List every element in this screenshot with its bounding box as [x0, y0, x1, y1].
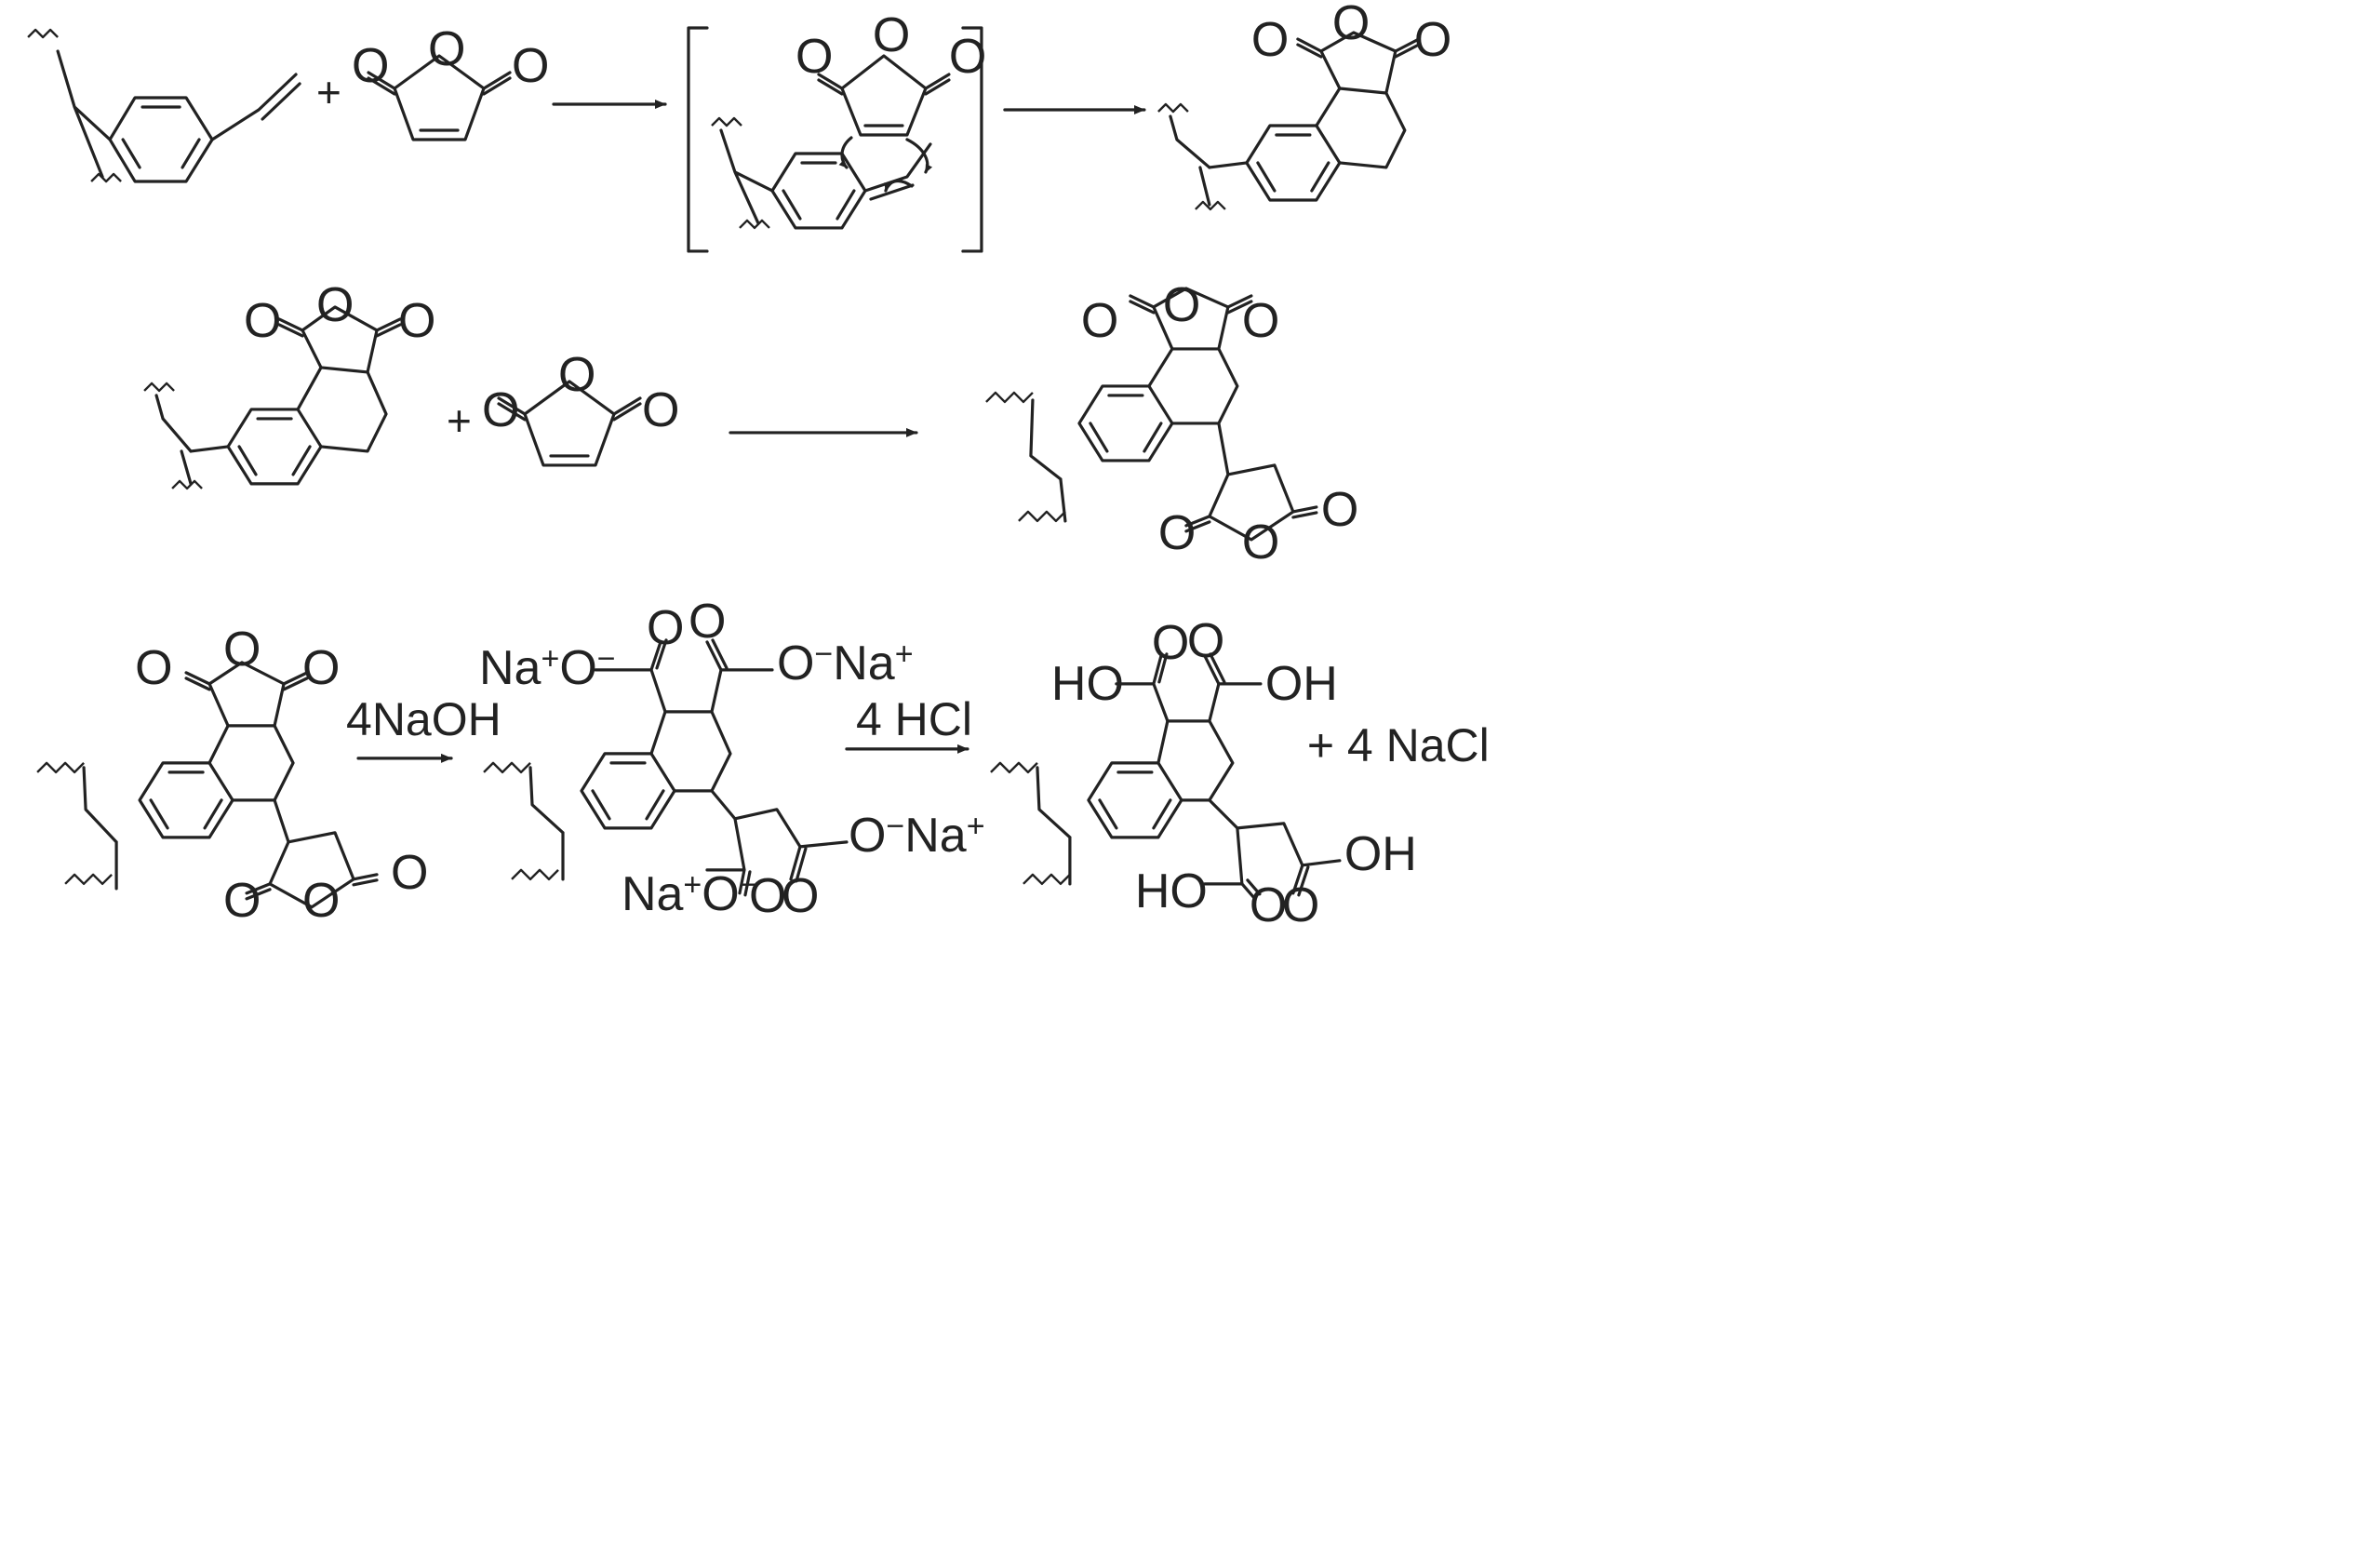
maleic-anhydride — [367, 54, 512, 141]
carbonyl-oxygen: O — [647, 601, 684, 655]
bis-anhydride-product — [985, 287, 1318, 542]
ring-oxygen: O — [873, 8, 910, 62]
plus-sign: + — [447, 396, 472, 445]
ring-oxygen: O — [428, 22, 465, 76]
byproduct-label: + 4 NaCl — [1307, 719, 1490, 771]
carbonyl-oxygen: O — [782, 869, 819, 923]
hydroxyl-group: HO — [1051, 657, 1124, 711]
sodium-carboxylate-label: Na+O− — [479, 641, 616, 695]
carbonyl-oxygen: O — [512, 39, 549, 93]
sodium-carboxylate-label: Na+O− — [622, 867, 758, 921]
carbonyl-oxygen: O — [482, 383, 519, 437]
ring-oxygen: O — [558, 348, 595, 402]
ring-oxygen: O — [302, 874, 340, 928]
carbonyl-oxygen: O — [1158, 506, 1196, 560]
carbonyl-oxygen: O — [135, 641, 172, 695]
carbonyl-oxygen: O — [352, 39, 389, 93]
carbonyl-oxygen: O — [398, 294, 435, 348]
arrow-label-hcl: 4 HCl — [856, 693, 972, 745]
carbonyl-oxygen: O — [1152, 616, 1189, 670]
bis-anhydride-reactant — [36, 661, 379, 909]
carbonyl-oxygen: O — [1081, 294, 1118, 348]
carbonyl-oxygen: O — [1242, 294, 1279, 348]
hydroxyl-group: OH — [1265, 657, 1338, 711]
carbonyl-oxygen: O — [689, 595, 726, 649]
maleic-anhydride — [497, 380, 642, 467]
carbonyl-oxygen: O — [223, 874, 261, 928]
carbonyl-oxygen: O — [642, 383, 679, 437]
sodium-carboxylate-label: O−Na+ — [849, 809, 985, 863]
carbonyl-oxygen: O — [244, 294, 281, 348]
carbonyl-oxygen: O — [1414, 13, 1451, 67]
tetracarboxylic-acid — [990, 652, 1342, 900]
ring-oxygen: O — [1163, 278, 1200, 332]
polystyrene-vinyl-unit — [27, 28, 301, 183]
carbonyl-oxygen: O — [1187, 614, 1224, 668]
diels-alder-transition-state — [711, 54, 951, 230]
sodium-carboxylate-label: O−Na+ — [777, 636, 914, 690]
carbonyl-oxygen: O — [796, 30, 833, 84]
carbonyl-oxygen: O — [1251, 13, 1289, 67]
ring-oxygen: O — [316, 278, 354, 332]
tetrasodium-carboxylate — [483, 638, 849, 897]
carbonyl-oxygen: O — [1321, 483, 1358, 537]
carbonyl-oxygen: O — [302, 641, 340, 695]
transition-state-bracket — [687, 26, 983, 253]
hydroxyl-group: OH — [1344, 827, 1417, 881]
plus-sign: + — [316, 68, 341, 116]
carbonyl-oxygen: O — [1250, 878, 1287, 932]
ring-oxygen: O — [1332, 0, 1370, 50]
adduct-reactant-2 — [143, 305, 402, 490]
carbonyl-oxygen: O — [949, 30, 986, 84]
carbonyl-oxygen: O — [749, 869, 786, 923]
arrow-label-naoh: 4NaOH — [346, 693, 501, 745]
ring-oxygen: O — [223, 623, 261, 677]
carbonyl-oxygen: O — [391, 846, 428, 900]
ring-oxygen: O — [1242, 516, 1279, 570]
carbonyl-oxygen: O — [1282, 878, 1319, 932]
hydroxyl-group: HO — [1135, 864, 1208, 918]
adduct-product-1 — [1157, 31, 1421, 211]
